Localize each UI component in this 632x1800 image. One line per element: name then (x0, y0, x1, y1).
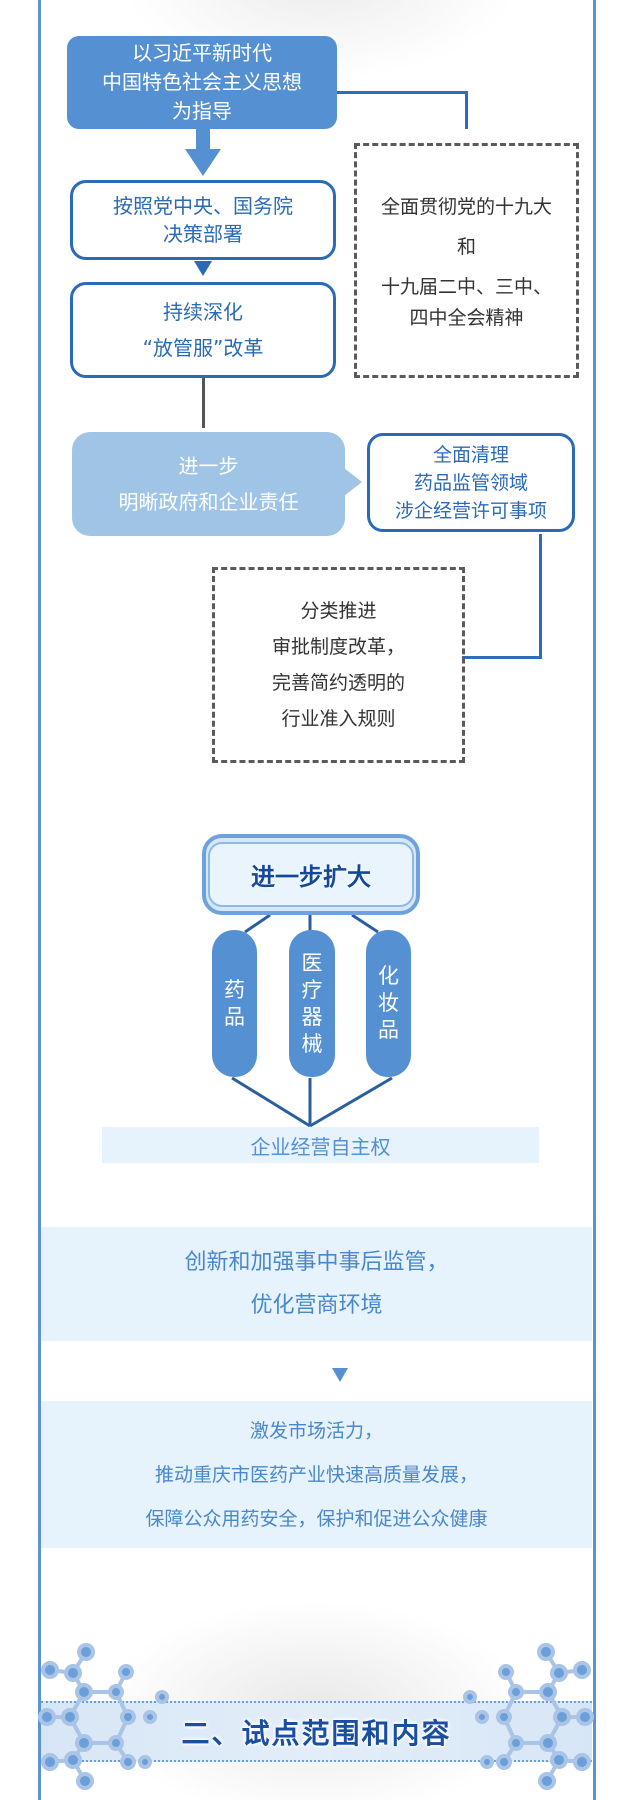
pillar-char: 药 (224, 977, 245, 1002)
pillar-cosmetics: 化妆品 (366, 930, 411, 1077)
reform-line: 行业准入规则 (281, 708, 396, 730)
connector-line (202, 378, 205, 428)
connector-line (337, 91, 468, 94)
pillar-char: 疗 (301, 977, 323, 1002)
expand-title: 进一步扩大 (208, 842, 414, 907)
supervision-line: 优化营商环境 (250, 1293, 383, 1318)
side-note-line: 全面贯彻党的十九大 (380, 195, 552, 218)
decision-line: 按照党中央、国务院 (113, 194, 293, 218)
cleanup-line: 药品监管领域 (413, 471, 528, 494)
bubble-pointer (344, 468, 362, 496)
pillar-drugs: 药品 (212, 930, 257, 1077)
cleanup-line: 全面清理 (432, 443, 509, 466)
connector-line (462, 656, 542, 659)
section-heading: 二、试点范围和内容 (181, 1717, 452, 1750)
goal-line: 激发市场活力， (249, 1419, 383, 1442)
guide-line: 为指导 (172, 99, 232, 123)
side-note-line: 四中全会精神 (409, 306, 524, 329)
reform-deepen-box: 持续深化 “放管服”改革 (70, 282, 336, 378)
autonomy-bar: 企业经营自主权 (102, 1127, 539, 1163)
reform-line: 审批制度改革， (271, 636, 405, 658)
down-triangle-icon (194, 261, 212, 276)
down-arrow-icon (185, 129, 221, 176)
cleanup-line: 涉企经营许可事项 (394, 499, 547, 522)
goals-band: 激发市场活力， 推动重庆市医药产业快速高质量发展， 保障公众用药安全，保护和促进… (41, 1401, 592, 1548)
pillar-char: 妆 (378, 991, 399, 1015)
goal-line: 保障公众用药安全，保护和促进公众健康 (145, 1507, 488, 1530)
reform-deepen-line: “放管服”改革 (142, 336, 264, 360)
bubble-line: 明晰政府和企业责任 (118, 490, 299, 514)
license-cleanup-box: 全面清理 药品监管领域 涉企经营许可事项 (367, 433, 575, 532)
bubble-line: 进一步 (178, 454, 239, 478)
page-frame (38, 0, 596, 1800)
reform-deepen-line: 持续深化 (163, 300, 243, 324)
side-note-line: 和 (456, 235, 476, 258)
decision-line: 决策部署 (163, 222, 243, 246)
supervision-line: 创新和加强事中事后监管， (184, 1250, 449, 1275)
side-note-box: 全面贯彻党的十九大 和 十九届二中、三中、 四中全会精神 (354, 143, 579, 378)
expand-connectors (231, 913, 393, 1128)
pillar-char: 械 (301, 1031, 323, 1056)
pillar-medical-devices: 医疗器械 (289, 930, 335, 1077)
reform-line: 完善简约透明的 (271, 672, 405, 694)
approval-reform-box: 分类推进 审批制度改革， 完善简约透明的 行业准入规则 (212, 567, 465, 763)
decision-box: 按照党中央、国务院 决策部署 (70, 180, 336, 260)
connector-line (539, 534, 542, 659)
pillar-char: 品 (224, 1004, 245, 1029)
reform-line: 分类推进 (300, 600, 377, 622)
pillar-char: 医 (301, 950, 323, 975)
guide-box: 以习近平新时代 中国特色社会主义思想 为指导 (67, 36, 337, 129)
connector-line (465, 91, 468, 129)
responsibility-bubble: 进一步 明晰政府和企业责任 (72, 432, 345, 536)
pillar-char: 器 (301, 1004, 323, 1029)
down-triangle-icon (332, 1368, 348, 1382)
side-note-line: 十九届二中、三中、 (380, 275, 552, 298)
guide-line: 中国特色社会主义思想 (102, 70, 302, 94)
expand-title-box: 进一步扩大 (202, 834, 420, 915)
goal-line: 推动重庆市医药产业快速高质量发展， (154, 1463, 478, 1486)
guide-line: 以习近平新时代 (132, 41, 272, 65)
supervision-band: 创新和加强事中事后监管， 优化营商环境 (41, 1227, 592, 1341)
pillar-char: 品 (378, 1018, 399, 1042)
pillar-char: 化 (378, 964, 399, 988)
